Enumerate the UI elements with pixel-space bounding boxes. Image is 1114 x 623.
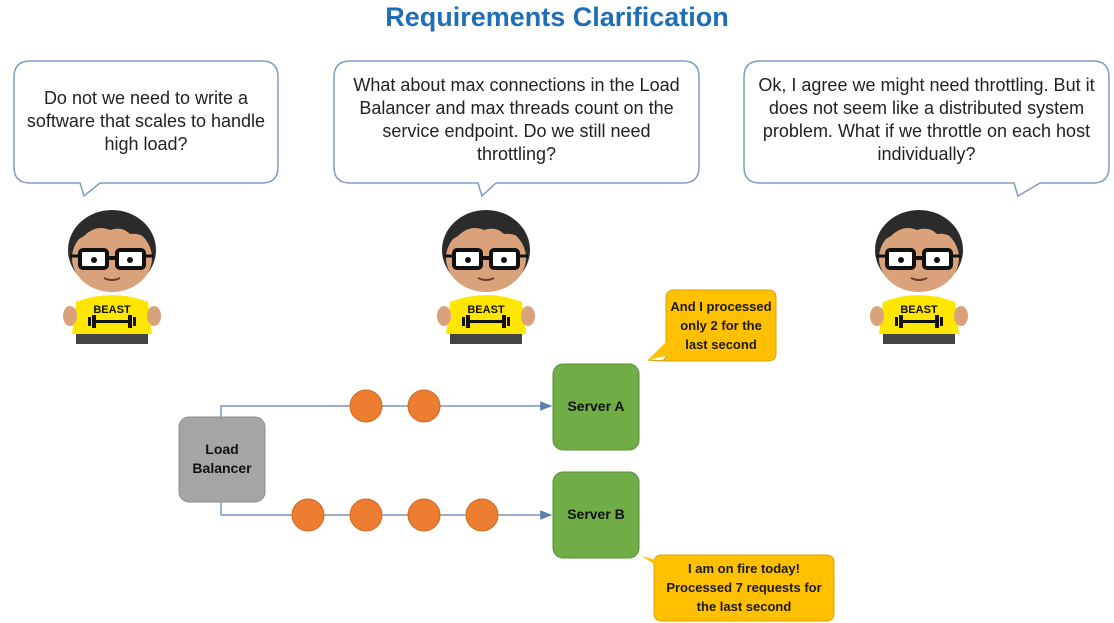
connector-to-server-a — [220, 401, 553, 428]
speech-bubble-right — [743, 60, 1110, 198]
page-title: Requirements Clarification — [385, 2, 729, 32]
request-dot — [407, 389, 441, 423]
bubble-text-right: Ok, I agree we might need throttling. Bu… — [758, 75, 1095, 164]
callout-server-a — [647, 289, 777, 362]
request-dot — [291, 498, 325, 532]
bubble-text-left: Do not we need to write a software that … — [26, 88, 266, 154]
speech-bubble-center — [333, 60, 700, 198]
server-b-label: Server B — [567, 506, 625, 522]
speech-bubble-left — [13, 60, 279, 198]
request-dots-to-server-a — [349, 389, 441, 423]
request-dot — [407, 498, 441, 532]
shirt-label-center: BEAST — [467, 304, 505, 316]
request-dot — [349, 389, 383, 423]
request-dots-to-server-b — [291, 498, 499, 532]
load-balancer-box — [178, 416, 266, 503]
request-dot — [349, 498, 383, 532]
callout-a-text: And I processed only 2 for the last seco… — [670, 299, 772, 352]
load-balancer-label: Load Balancer — [192, 441, 252, 476]
connector-to-server-b — [220, 494, 553, 520]
server-a-label: Server A — [567, 398, 625, 414]
callout-b-text: I am on fire today! Processed 7 requests… — [666, 561, 822, 614]
character-center — [435, 208, 537, 346]
callout-a-pointer — [648, 340, 690, 360]
server-a-box — [552, 363, 640, 451]
character-left — [61, 208, 163, 346]
request-dot — [465, 498, 499, 532]
shirt-label-right: BEAST — [900, 304, 938, 316]
character-right — [868, 208, 970, 346]
shirt-label-left: BEAST — [93, 304, 131, 316]
server-b-box — [552, 471, 640, 559]
bubble-text-center: What about max connections in the Load B… — [353, 75, 680, 164]
callout-b-pointer — [642, 556, 670, 575]
